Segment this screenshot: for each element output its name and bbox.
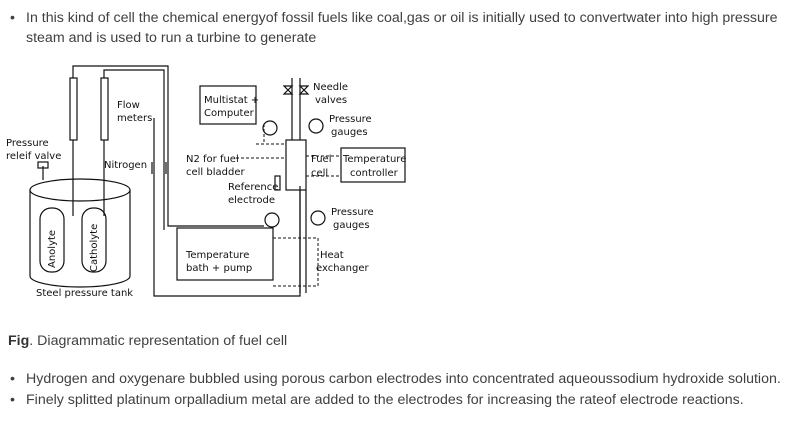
needle-valve-icon [298, 85, 310, 95]
intro-bullet-list: In this kind of cell the chemical energy… [8, 8, 788, 48]
heat-exchanger-label: exchanger [316, 263, 370, 274]
needle-valve-icon [282, 85, 294, 95]
temperature-controller-label: controller [350, 168, 399, 179]
pressure-gauges-top-label: Pressure [329, 114, 372, 125]
tank-bottom [29, 275, 131, 288]
pressure-gauges-bottom-label: gauges [333, 220, 370, 231]
reference-electrode-label: Reference [228, 182, 278, 193]
fuel-cell-body [285, 139, 307, 191]
fuel-cell-label: Fuel [311, 154, 331, 165]
n2-bladder-label: cell bladder [186, 167, 245, 178]
anolyte-label: Anolyte [47, 230, 58, 268]
details-bullet: Hydrogen and oxygenare bubbled using por… [8, 369, 798, 389]
reference-electrode-icon [274, 175, 281, 191]
pressure-gauges-bottom-label: Pressure [331, 207, 374, 218]
pressure-gauge-icon [262, 120, 278, 136]
caption-prefix: Fig [8, 333, 30, 349]
flow-meters-label: meters [117, 113, 152, 124]
relief-valve-icon [37, 161, 49, 169]
multistat-label: Computer [204, 108, 255, 119]
catholyte-label: Catholyte [89, 224, 100, 272]
reference-electrode-label: electrode [228, 195, 275, 206]
pressure-gauges-top-label: gauges [331, 127, 368, 138]
pressure-relief-label: Pressure [6, 138, 49, 149]
fuel-cell-diagram: Flow meters Pressure releif valve Nitrog… [6, 65, 406, 299]
temperature-controller-box [340, 147, 406, 183]
temp-bath-label: bath + pump [186, 263, 252, 274]
needle-valves-label: valves [315, 95, 347, 106]
flow-meter-left [69, 77, 78, 141]
flow-meters-label: Flow [117, 100, 140, 111]
steel-tank-label: Steel pressure tank [36, 288, 133, 299]
heat-exchanger-label: Heat [320, 250, 344, 261]
caption-text: . Diagrammatic representation of fuel ce… [29, 333, 288, 349]
pressure-gauge-icon [308, 118, 324, 134]
details-bullet-list: Hydrogen and oxygenare bubbled using por… [8, 369, 798, 411]
flow-meter-right [100, 77, 109, 141]
pressure-gauge-icon [264, 212, 280, 228]
temp-bath-label: Temperature [185, 250, 249, 261]
multistat-label: Multistat + [204, 95, 259, 106]
pressure-relief-label: releif valve [6, 151, 61, 162]
temperature-controller-label: Temperature [342, 154, 406, 165]
multistat-box [199, 85, 257, 125]
figure-caption: Fig. Diagrammatic representation of fuel… [8, 333, 287, 349]
gas-line [72, 65, 264, 227]
pressure-gauge-icon [310, 210, 326, 226]
intro-bullet: In this kind of cell the chemical energy… [8, 8, 788, 48]
temperature-bath-box [176, 227, 274, 281]
fuel-cell-label: cell [311, 168, 328, 179]
gas-line-2 [103, 69, 165, 230]
nitrogen-label: Nitrogen [104, 160, 147, 171]
anolyte-cylinder [39, 207, 65, 273]
n2-bladder-label: N2 for fuel [186, 154, 239, 165]
tank-top [29, 178, 131, 202]
needle-valves-label: Needle [313, 82, 348, 93]
catholyte-cylinder [81, 207, 107, 273]
details-bullet: Finely splitted platinum orpalladium met… [8, 390, 798, 410]
